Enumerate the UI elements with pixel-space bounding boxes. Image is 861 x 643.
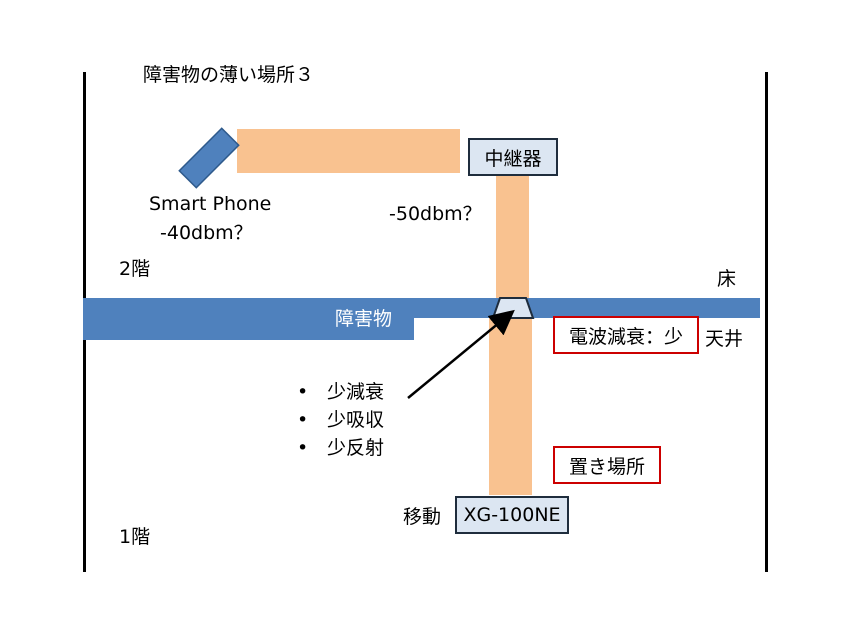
placement-callout: 置き場所 <box>553 446 661 484</box>
list-item: •少吸収 <box>297 409 385 431</box>
smartphone-signal: -40dbm？ <box>160 222 253 244</box>
lower-vertical-signal-path <box>489 318 532 495</box>
move-label: 移動 <box>403 506 442 528</box>
characteristics-list: •少減衰 •少吸収 •少反射 <box>297 378 384 462</box>
attenuation-callout: 電波減衰：少 <box>553 316 699 354</box>
floor-label: 床 <box>717 268 737 290</box>
lower-floor-label: 1階 <box>119 526 151 548</box>
repeater-box: 中継器 <box>468 138 558 176</box>
list-item: •少反射 <box>297 437 385 459</box>
upper-vertical-signal-path <box>496 173 529 298</box>
list-item: •少減衰 <box>297 381 385 403</box>
obstacle-label: 障害物 <box>335 308 393 330</box>
repeater-signal: -50dbm？ <box>389 203 482 225</box>
right-wall-line <box>765 72 768 572</box>
upper-floor-label: 2階 <box>119 258 151 280</box>
ceiling-label: 天井 <box>705 328 744 350</box>
device-box: XG-100NE <box>455 496 569 534</box>
diagram-title: 障害物の薄い場所３ <box>143 64 315 86</box>
horizontal-signal-path <box>237 129 460 173</box>
smartphone-name: Smart Phone <box>149 193 272 215</box>
